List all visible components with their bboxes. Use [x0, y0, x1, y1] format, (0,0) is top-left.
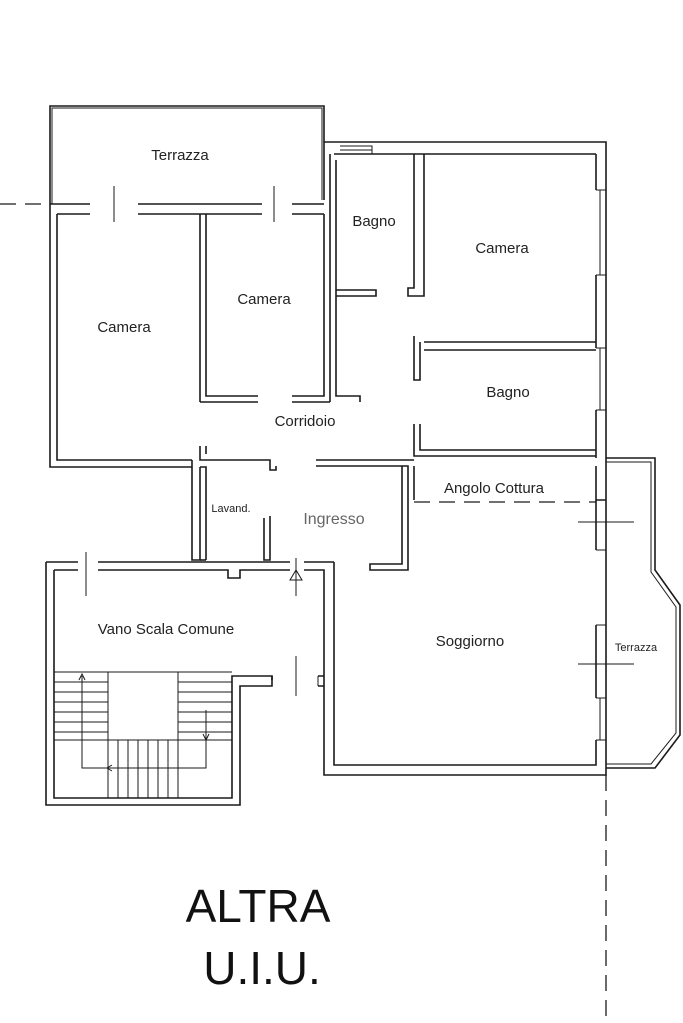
label-camera-mid: Camera — [237, 291, 291, 308]
label-soggiorno: Soggiorno — [436, 633, 504, 650]
room-labels: Terrazza Bagno Camera Camera Camera Bagn… — [97, 147, 658, 654]
label-camera-left: Camera — [97, 319, 151, 336]
label-bagno-mid: Bagno — [486, 384, 529, 401]
label-terrazza-right: Terrazza — [615, 642, 658, 654]
label-corridoio: Corridoio — [275, 413, 336, 430]
label-terrazza-top: Terrazza — [151, 147, 209, 164]
staircase — [54, 671, 232, 798]
door-marks — [85, 186, 319, 696]
label-camera-right: Camera — [475, 240, 529, 257]
label-vano-scala: Vano Scala Comune — [98, 621, 234, 638]
stamp-line-2: U.I.U. — [203, 942, 321, 994]
boundary-lines — [0, 203, 607, 1023]
stamp-line-1: ALTRA — [186, 880, 331, 932]
label-bagno-top: Bagno — [352, 213, 395, 230]
altra-uiu-stamp: ALTRA U.I.U. — [186, 880, 331, 994]
label-lavand: Lavand. — [211, 503, 250, 515]
label-ingresso: Ingresso — [303, 511, 364, 528]
terrace-top — [49, 105, 325, 204]
label-angolo-cottura: Angolo Cottura — [444, 480, 545, 497]
outer-walls — [49, 141, 681, 776]
interior-walls — [45, 154, 606, 806]
